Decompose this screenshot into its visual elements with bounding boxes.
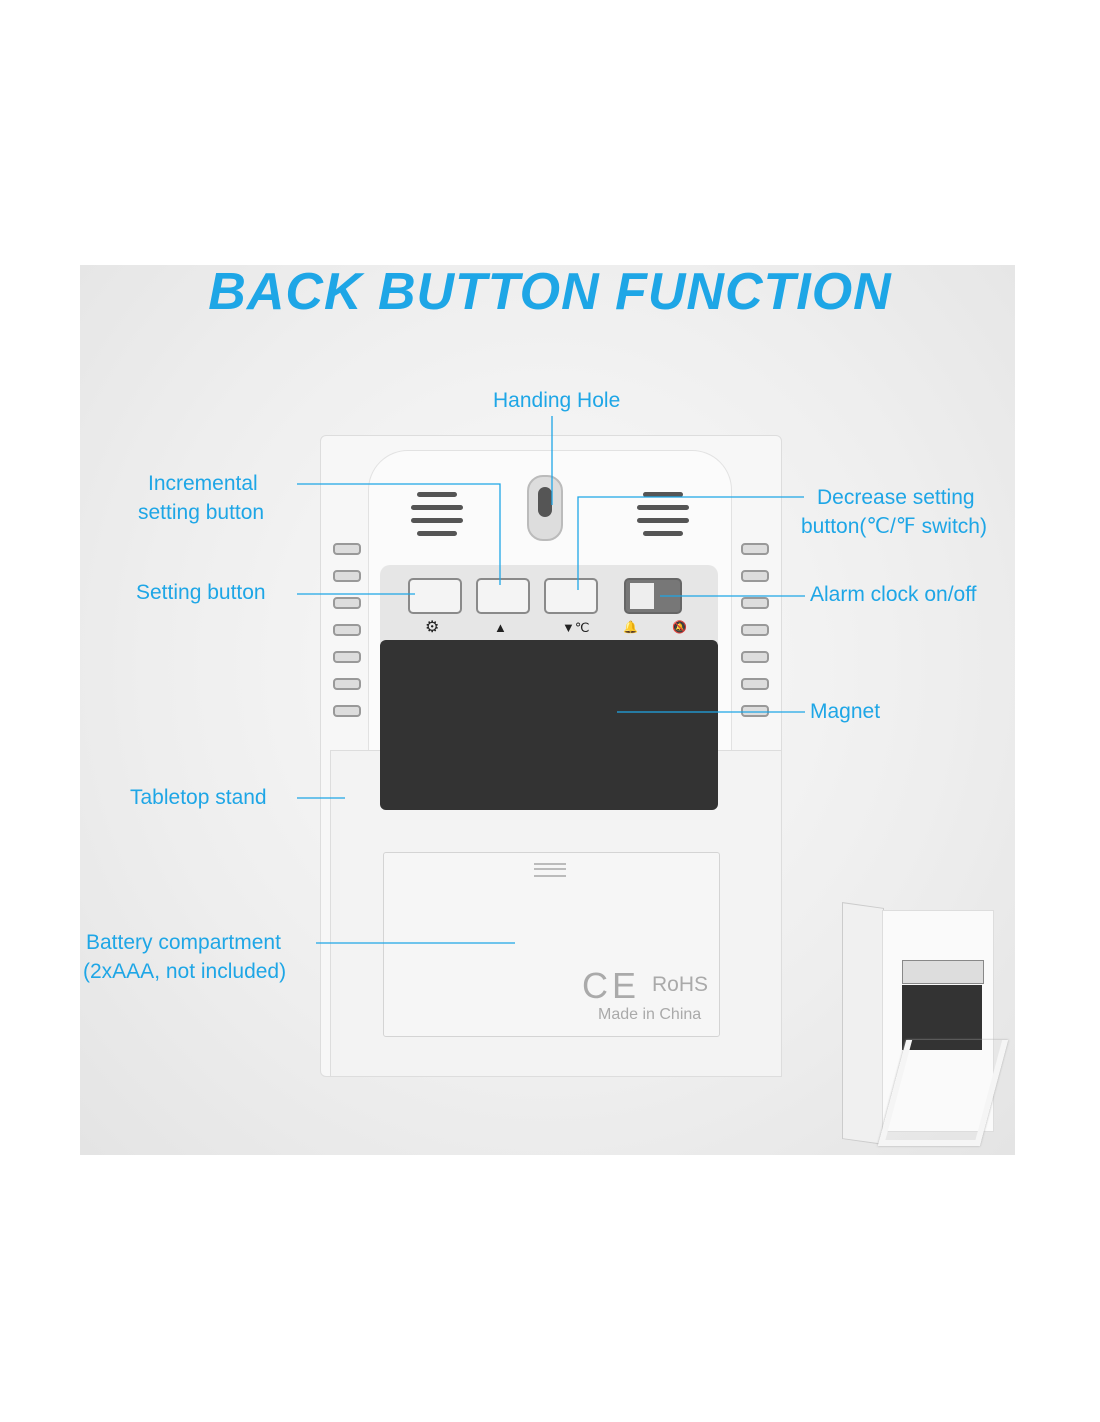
- hanging-hole: [527, 475, 563, 541]
- bell-off-icon: 🔕: [672, 620, 687, 634]
- label-incremental-1: Incremental: [148, 472, 258, 495]
- label-hanging-hole: Handing Hole: [493, 389, 621, 412]
- down-arrow-icon: ▼℃: [562, 620, 590, 635]
- setting-button[interactable]: [408, 578, 462, 614]
- device-side-view-thumbnail: [832, 900, 1009, 1150]
- label-setting: Setting button: [136, 581, 266, 604]
- up-button[interactable]: [476, 578, 530, 614]
- bell-icon: 🔔: [623, 620, 638, 634]
- label-battery-1: Battery compartment: [86, 931, 281, 954]
- made-in-text: Made in China: [598, 1006, 702, 1023]
- page-title: BACK BUTTON FUNCTION: [208, 263, 892, 321]
- label-stand: Tabletop stand: [130, 786, 267, 809]
- label-alarm: Alarm clock on/off: [810, 583, 977, 606]
- label-battery-2: (2xAAA, not included): [83, 960, 287, 983]
- magnet: [380, 640, 718, 810]
- up-arrow-icon: ▲: [494, 620, 507, 635]
- label-magnet: Magnet: [810, 700, 881, 723]
- gear-icon: ⚙: [425, 619, 440, 636]
- button-panel: ⚙ ▲ ▼℃ 🔔 🔕: [380, 565, 718, 643]
- label-decrease-2: button(℃/℉ switch): [801, 515, 987, 538]
- ce-mark: CE: [582, 965, 641, 1006]
- down-button[interactable]: [544, 578, 598, 614]
- battery-cover[interactable]: CE RoHS Made in China: [383, 852, 720, 1037]
- label-decrease-1: Decrease setting: [817, 486, 975, 509]
- label-incremental-2: setting button: [138, 501, 265, 524]
- rohs-mark: RoHS: [652, 973, 709, 996]
